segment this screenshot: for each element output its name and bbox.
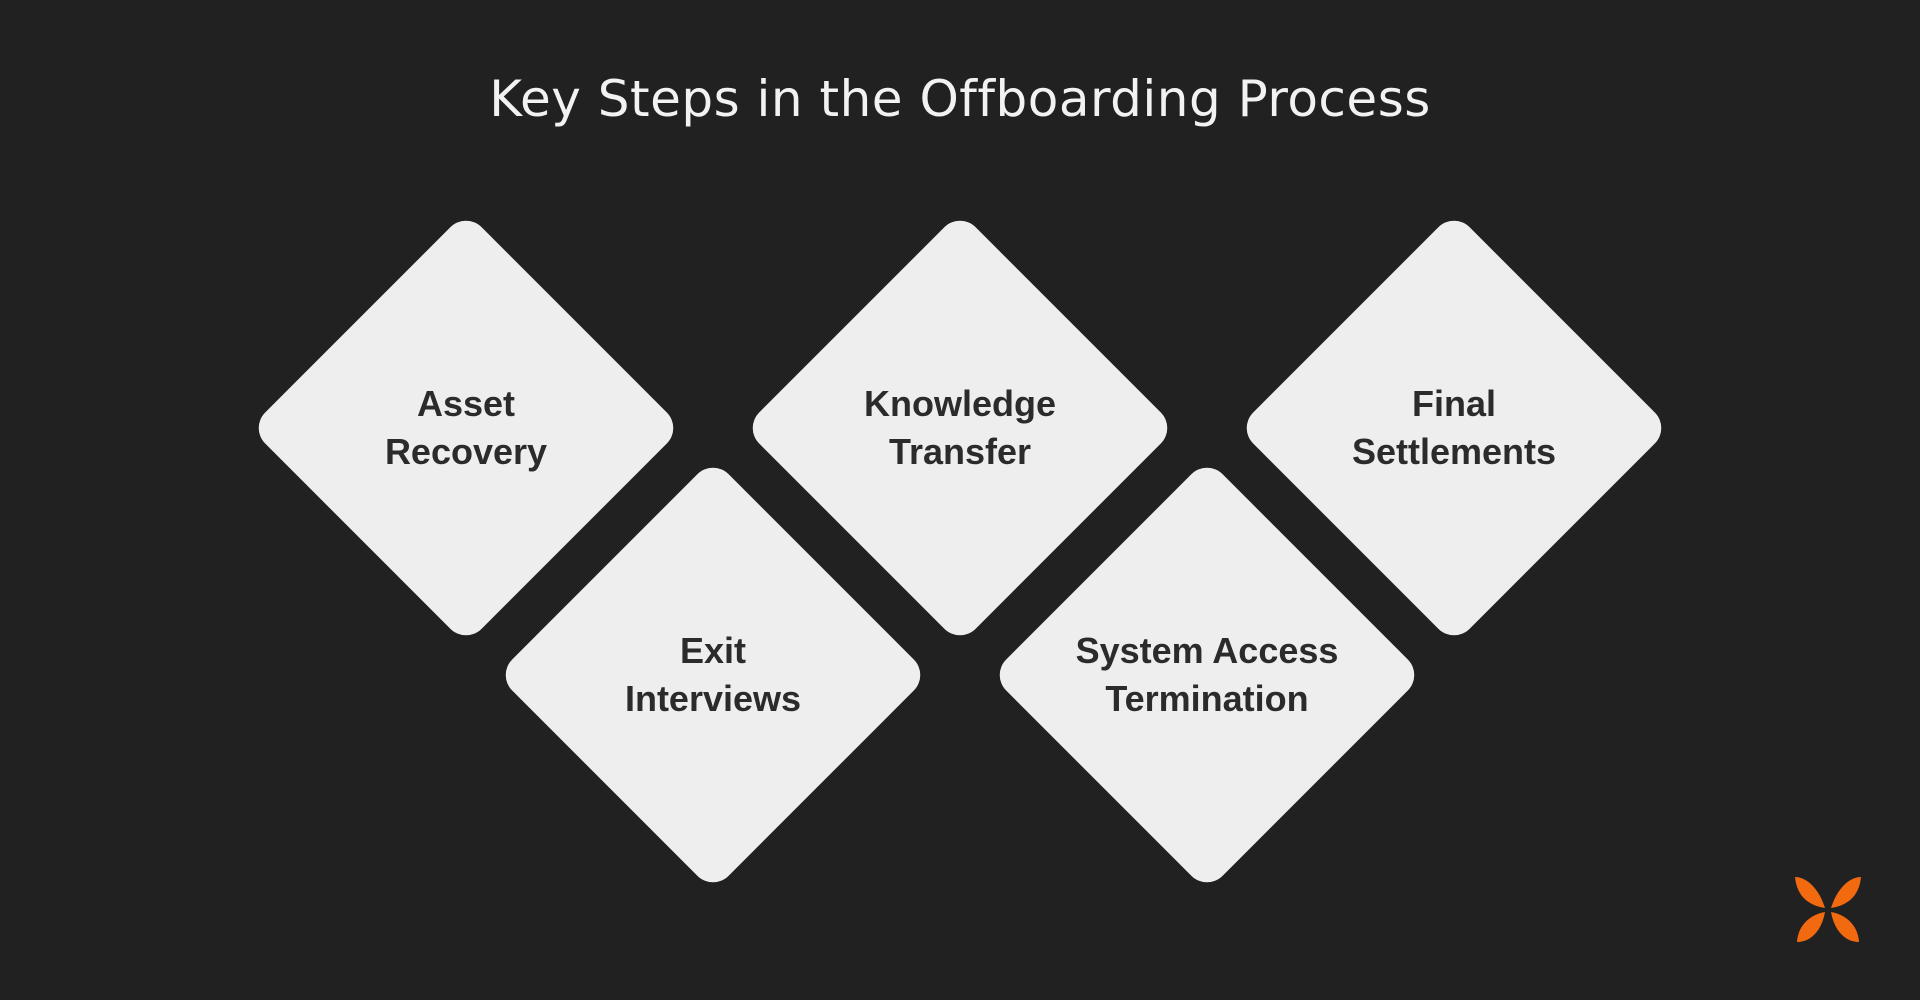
step-label: Knowledge Transfer — [863, 383, 1056, 472]
logo-wing-top-left — [1795, 877, 1825, 908]
step-exit-interviews: Exit Interviews — [496, 458, 930, 892]
logo-wing-bottom-right — [1831, 912, 1859, 942]
step-asset-recovery: Asset Recovery — [249, 211, 683, 645]
page-title: Key Steps in the Offboarding Process — [489, 70, 1431, 128]
logo-wing-top-right — [1831, 877, 1861, 908]
step-system-access-termination: System Access Termination — [990, 458, 1424, 892]
butterfly-logo-icon — [1795, 877, 1861, 942]
step-knowledge-transfer: Knowledge Transfer — [743, 211, 1177, 645]
step-label: System Access Termination — [1075, 630, 1339, 719]
logo-wing-bottom-left — [1797, 912, 1825, 942]
step-label: Asset Recovery — [384, 383, 548, 472]
step-final-settlements: Final Settlements — [1237, 211, 1671, 645]
step-label: Final Settlements — [1351, 383, 1557, 472]
step-label: Exit Interviews — [624, 630, 802, 719]
